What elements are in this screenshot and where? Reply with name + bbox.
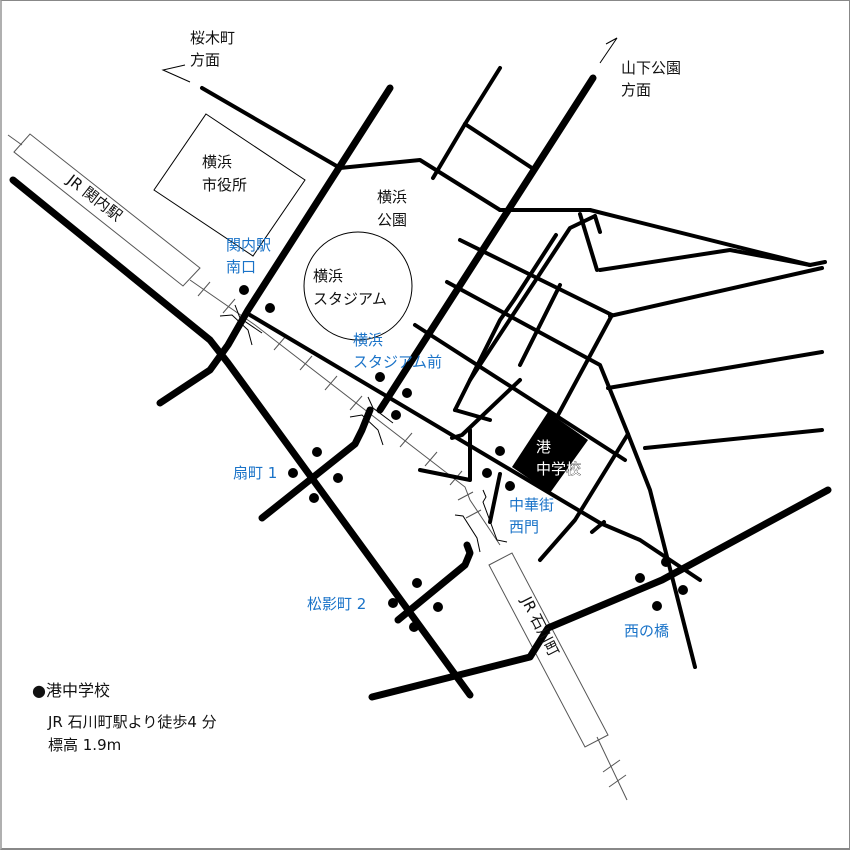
- park-label-2: 公園: [377, 211, 407, 229]
- bus-stops: [239, 285, 688, 632]
- nishinohashi-label: 西の橋: [624, 622, 669, 640]
- chinatown-west-label-2: 西門: [509, 518, 539, 536]
- stop-dot[interactable]: [409, 622, 419, 632]
- stop-dot[interactable]: [239, 285, 249, 295]
- sakuragicho-label-2: 方面: [190, 51, 220, 69]
- stop-dot[interactable]: [333, 473, 343, 483]
- kannai-south-label-1: 関内駅: [226, 236, 271, 254]
- city-streets: [200, 66, 827, 669]
- city-hall-label-2: 市役所: [202, 176, 247, 194]
- stadium-label-1: 横浜: [313, 267, 343, 285]
- yamashita-label-1: 山下公園: [621, 59, 681, 77]
- stop-dot[interactable]: [433, 602, 443, 612]
- school-label-2: 中学校: [536, 460, 581, 478]
- stop-dot[interactable]: [391, 410, 401, 420]
- main-road-stadium: [376, 74, 597, 414]
- main-road-kannai: [156, 84, 394, 407]
- school-label-1: 港: [536, 438, 551, 456]
- yamashita-arrow-icon: [599, 37, 618, 64]
- stadium-mae-label-1: 横浜: [353, 331, 383, 349]
- stop-dot[interactable]: [412, 578, 422, 588]
- info-title: ●港中学校: [32, 681, 110, 700]
- stop-dot[interactable]: [661, 557, 671, 567]
- stop-dot[interactable]: [505, 481, 515, 491]
- kannai-platform: [13, 133, 201, 287]
- sakuragicho-label-1: 桜木町: [190, 29, 235, 47]
- stop-dot[interactable]: [482, 468, 492, 478]
- stadium-mae-label-2: スタジアム前: [353, 353, 442, 371]
- matsukagecho-label: 松影町 2: [307, 595, 366, 613]
- stadium-label-2: スタジアム: [313, 290, 387, 308]
- sakuragicho-arrow-icon: [161, 64, 191, 83]
- city-hall-label-1: 横浜: [202, 153, 232, 171]
- stop-dot[interactable]: [312, 447, 322, 457]
- main-road-matsukage: [394, 541, 474, 624]
- chinatown-west-label-1: 中華街: [509, 496, 554, 514]
- main-road-ogimachi: [258, 406, 374, 522]
- park-label-1: 横浜: [377, 188, 407, 206]
- stop-dot[interactable]: [402, 388, 412, 398]
- stop-dot[interactable]: [678, 585, 688, 595]
- ishikawacho-platform: [488, 552, 609, 748]
- city-hall-block: [153, 113, 306, 257]
- ogimachi-label: 扇町 1: [233, 464, 277, 482]
- stop-dot[interactable]: [288, 468, 298, 478]
- stop-dot[interactable]: [265, 303, 275, 313]
- main-road-nishinohashi: [368, 486, 832, 701]
- info-access: JR 石川町駅より徒歩4 分: [47, 713, 217, 731]
- stop-dot[interactable]: [635, 573, 645, 583]
- kannai-south-label-2: 南口: [226, 258, 256, 276]
- main-road-west: [9, 176, 474, 699]
- stop-dot[interactable]: [495, 446, 505, 456]
- stop-dot[interactable]: [652, 601, 662, 611]
- stop-dot[interactable]: [309, 493, 319, 503]
- stop-dot[interactable]: [388, 598, 398, 608]
- info-elevation: 標高 1.9m: [48, 736, 121, 754]
- stop-dot[interactable]: [375, 372, 385, 382]
- school-block: [512, 412, 588, 493]
- stadium-circle: [303, 231, 413, 341]
- yamashita-label-2: 方面: [621, 81, 651, 99]
